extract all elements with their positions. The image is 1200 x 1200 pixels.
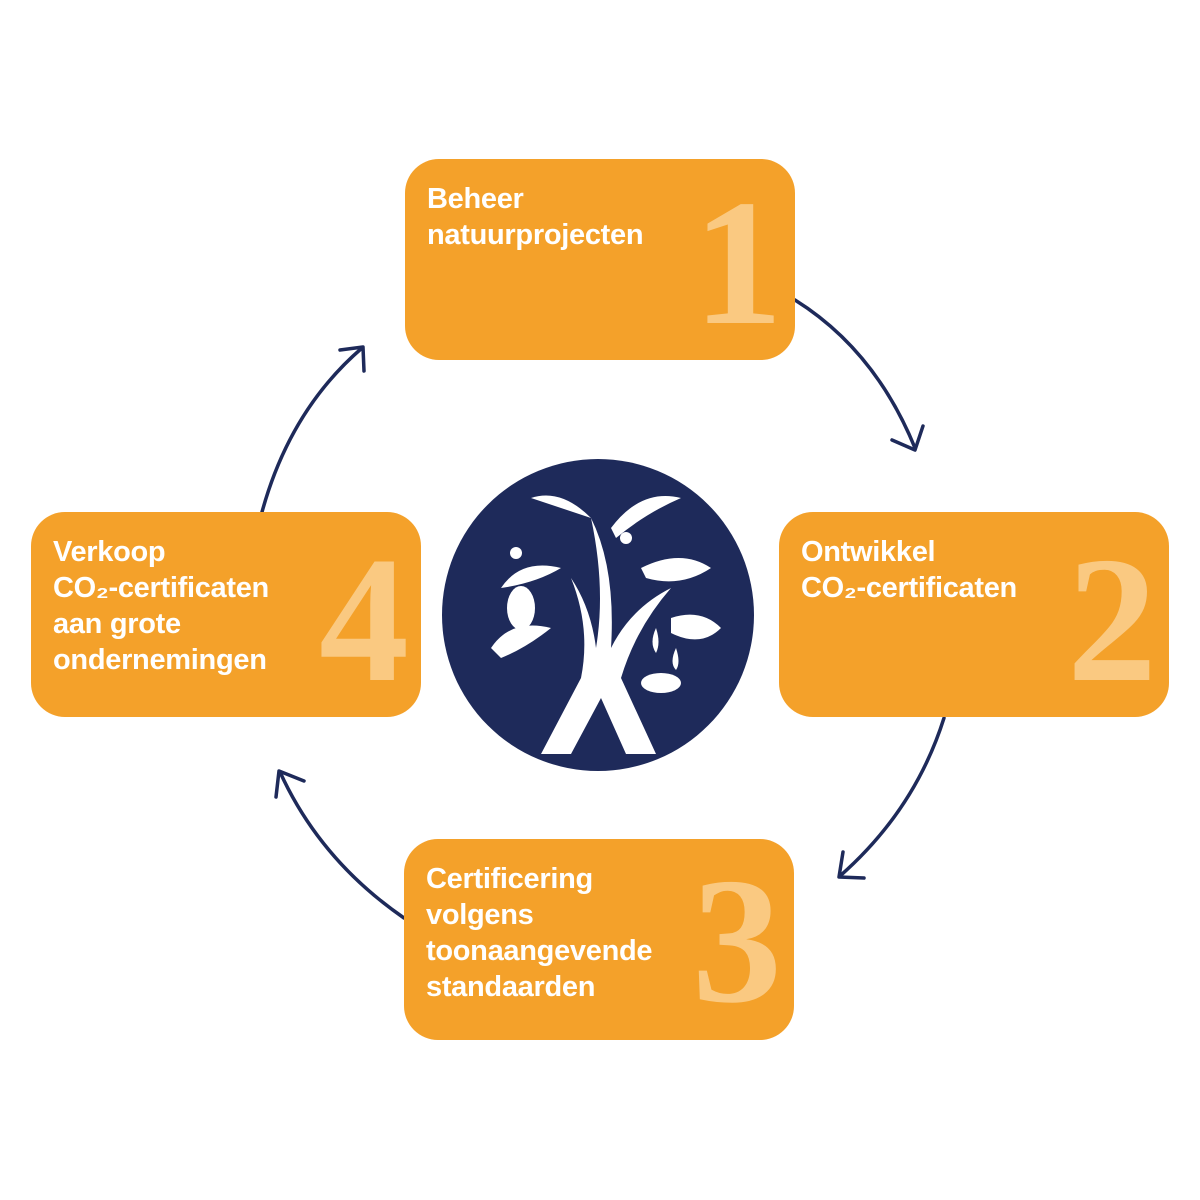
label-line: aan grote <box>53 608 181 640</box>
label-line: CO₂-certificaten <box>801 572 1017 604</box>
label-line: natuurprojecten <box>427 219 644 251</box>
step-label: Certificering volgens toonaangevende sta… <box>426 861 653 1005</box>
arrowhead-1 <box>890 424 925 452</box>
label-line: CO₂-certificaten <box>53 572 269 604</box>
step-number: 1 <box>693 163 783 360</box>
label-line: Beheer <box>427 183 524 215</box>
label-line: Certificering <box>426 863 593 895</box>
step-4-box: 4 Verkoop CO₂-certificaten aan grote ond… <box>31 512 421 717</box>
step-label: Ontwikkel CO₂-certificaten <box>801 534 1017 606</box>
step-2-box: 2 Ontwikkel CO₂-certificaten <box>779 512 1169 717</box>
label-line: standaarden <box>426 971 596 1003</box>
step-number: 3 <box>692 841 782 1040</box>
arrow-2-to-3 <box>838 716 946 878</box>
label-line: ondernemingen <box>53 644 267 676</box>
step-number: 4 <box>319 520 409 717</box>
step-label: Beheer natuurprojecten <box>427 181 644 253</box>
label-line: volgens <box>426 899 534 931</box>
label-line: Ontwikkel <box>801 536 936 568</box>
label-line: toonaangevende <box>426 935 653 967</box>
arrowhead-3 <box>274 769 306 799</box>
label-line: Verkoop <box>53 536 166 568</box>
arrow-3-to-4 <box>278 770 406 920</box>
arrow-1-to-2 <box>793 298 917 450</box>
arrowhead-2 <box>837 850 866 880</box>
step-1-box: 1 Beheer natuurprojecten <box>405 159 795 360</box>
step-3-box: 3 Certificering volgens toonaangevende s… <box>404 839 794 1040</box>
tree-with-animals-icon <box>442 459 754 771</box>
arrow-4-to-1 <box>260 346 364 514</box>
step-number: 2 <box>1067 520 1157 717</box>
arrowhead-4 <box>338 345 366 373</box>
step-label: Verkoop CO₂-certificaten aan grote onder… <box>53 534 269 678</box>
